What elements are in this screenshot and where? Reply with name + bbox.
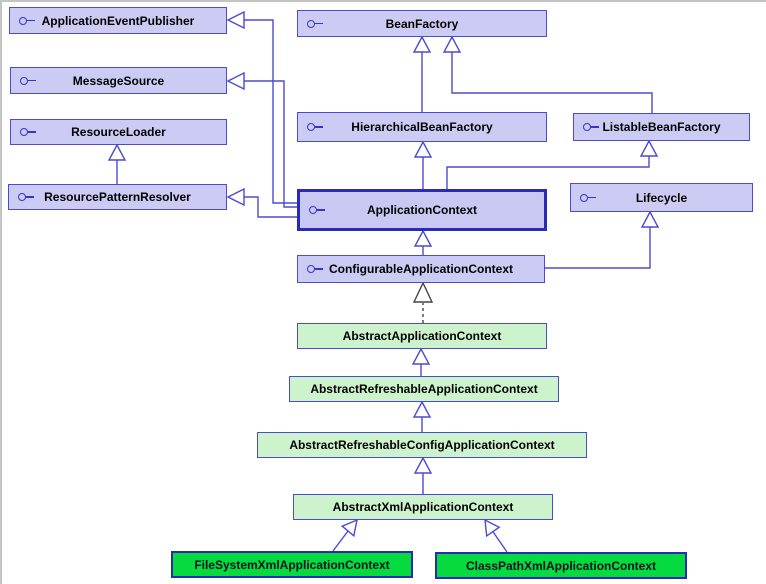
node-label: ConfigurableApplicationContext [329, 262, 513, 276]
node-message-source: MessageSource [10, 67, 227, 94]
node-abstract-refreshable-application-context: AbstractRefreshableApplicationContext [289, 376, 559, 402]
node-label: ClassPathXmlApplicationContext [465, 558, 657, 573]
interface-lollipop-icon [20, 128, 36, 136]
node-resource-loader: ResourceLoader [10, 119, 227, 145]
interface-lollipop-icon [309, 206, 325, 214]
node-label: AbstractApplicationContext [342, 329, 502, 343]
node-label: BeanFactory [385, 16, 459, 31]
interface-lollipop-icon [583, 123, 599, 131]
interface-lollipop-icon [307, 265, 323, 273]
node-label: ApplicationEventPublisher [41, 13, 195, 28]
interface-lollipop-icon [18, 193, 34, 201]
node-label: AbstractRefreshableApplicationContext [310, 382, 538, 396]
node-lifecycle: Lifecycle [570, 183, 753, 212]
node-label: HierarchicalBeanFactory [351, 120, 493, 134]
node-label: AbstractXmlApplicationContext [332, 500, 514, 514]
node-label: ApplicationContext [367, 203, 477, 217]
node-label: Lifecycle [635, 190, 688, 205]
interface-lollipop-icon [580, 193, 596, 202]
node-label: ResourcePatternResolver [44, 190, 191, 204]
page-border-left [0, 0, 2, 584]
node-listable-bean-factory: ListableBeanFactory [573, 113, 750, 141]
node-abstract-xml-application-context: AbstractXmlApplicationContext [293, 494, 553, 520]
interface-lollipop-icon [19, 16, 35, 25]
node-configurable-application-context: ConfigurableApplicationContext [297, 255, 545, 283]
interface-lollipop-icon [307, 123, 323, 131]
page-border-top [0, 0, 766, 2]
node-resource-pattern-resolver: ResourcePatternResolver [8, 184, 227, 210]
node-label: ResourceLoader [71, 125, 166, 139]
node-label: MessageSource [72, 73, 165, 88]
node-label: ListableBeanFactory [602, 120, 721, 134]
node-file-system-xml-application-context: FileSystemXmlApplicationContext [171, 551, 413, 578]
node-abstract-refreshable-config-application-context: AbstractRefreshableConfigApplicationCont… [257, 432, 587, 458]
node-label: FileSystemXmlApplicationContext [194, 557, 390, 572]
interface-lollipop-icon [307, 19, 323, 28]
node-bean-factory: BeanFactory [297, 10, 547, 37]
node-hierarchical-bean-factory: HierarchicalBeanFactory [297, 112, 547, 142]
node-class-path-xml-application-context: ClassPathXmlApplicationContext [435, 552, 687, 579]
node-application-context: ApplicationContext [297, 189, 547, 231]
node-label: AbstractRefreshableConfigApplicationCont… [289, 438, 555, 452]
node-abstract-application-context: AbstractApplicationContext [297, 323, 547, 349]
node-application-event-publisher: ApplicationEventPublisher [9, 7, 227, 34]
interface-lollipop-icon [20, 76, 36, 85]
